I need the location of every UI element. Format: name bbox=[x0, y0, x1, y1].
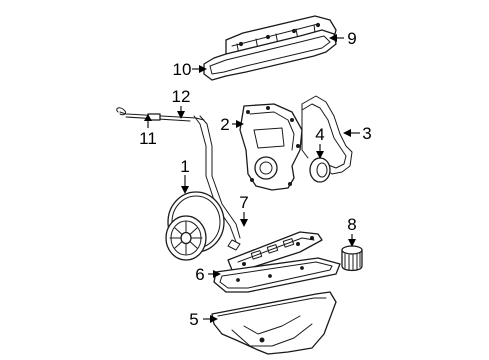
timing-cover bbox=[239, 103, 303, 191]
callout-labels: 1 2 3 4 5 6 7 8 9 10 11 12 bbox=[139, 29, 372, 329]
callout-7: 7 bbox=[239, 193, 248, 212]
harmonic-balancer bbox=[165, 191, 225, 261]
callout-5: 5 bbox=[189, 310, 198, 329]
callout-6: 6 bbox=[195, 265, 204, 284]
timing-cover-gasket bbox=[301, 95, 353, 175]
callout-3: 3 bbox=[362, 124, 371, 143]
callout-1: 1 bbox=[180, 157, 189, 176]
callout-9: 9 bbox=[347, 29, 356, 48]
callout-11: 11 bbox=[139, 129, 157, 148]
callout-4: 4 bbox=[315, 125, 324, 144]
oil-filter bbox=[341, 245, 363, 272]
callout-leaders bbox=[144, 34, 360, 323]
oil-pan bbox=[211, 291, 337, 355]
callout-2: 2 bbox=[220, 115, 229, 134]
oil-pan-gasket bbox=[213, 257, 341, 293]
callout-8: 8 bbox=[347, 215, 356, 234]
crankshaft-seal bbox=[309, 157, 331, 183]
callout-12: 12 bbox=[172, 87, 191, 106]
oil-dipstick bbox=[116, 107, 205, 122]
valve-cover-gasket bbox=[203, 29, 337, 81]
callout-10: 10 bbox=[173, 60, 192, 79]
dipstick-tube bbox=[193, 115, 241, 251]
